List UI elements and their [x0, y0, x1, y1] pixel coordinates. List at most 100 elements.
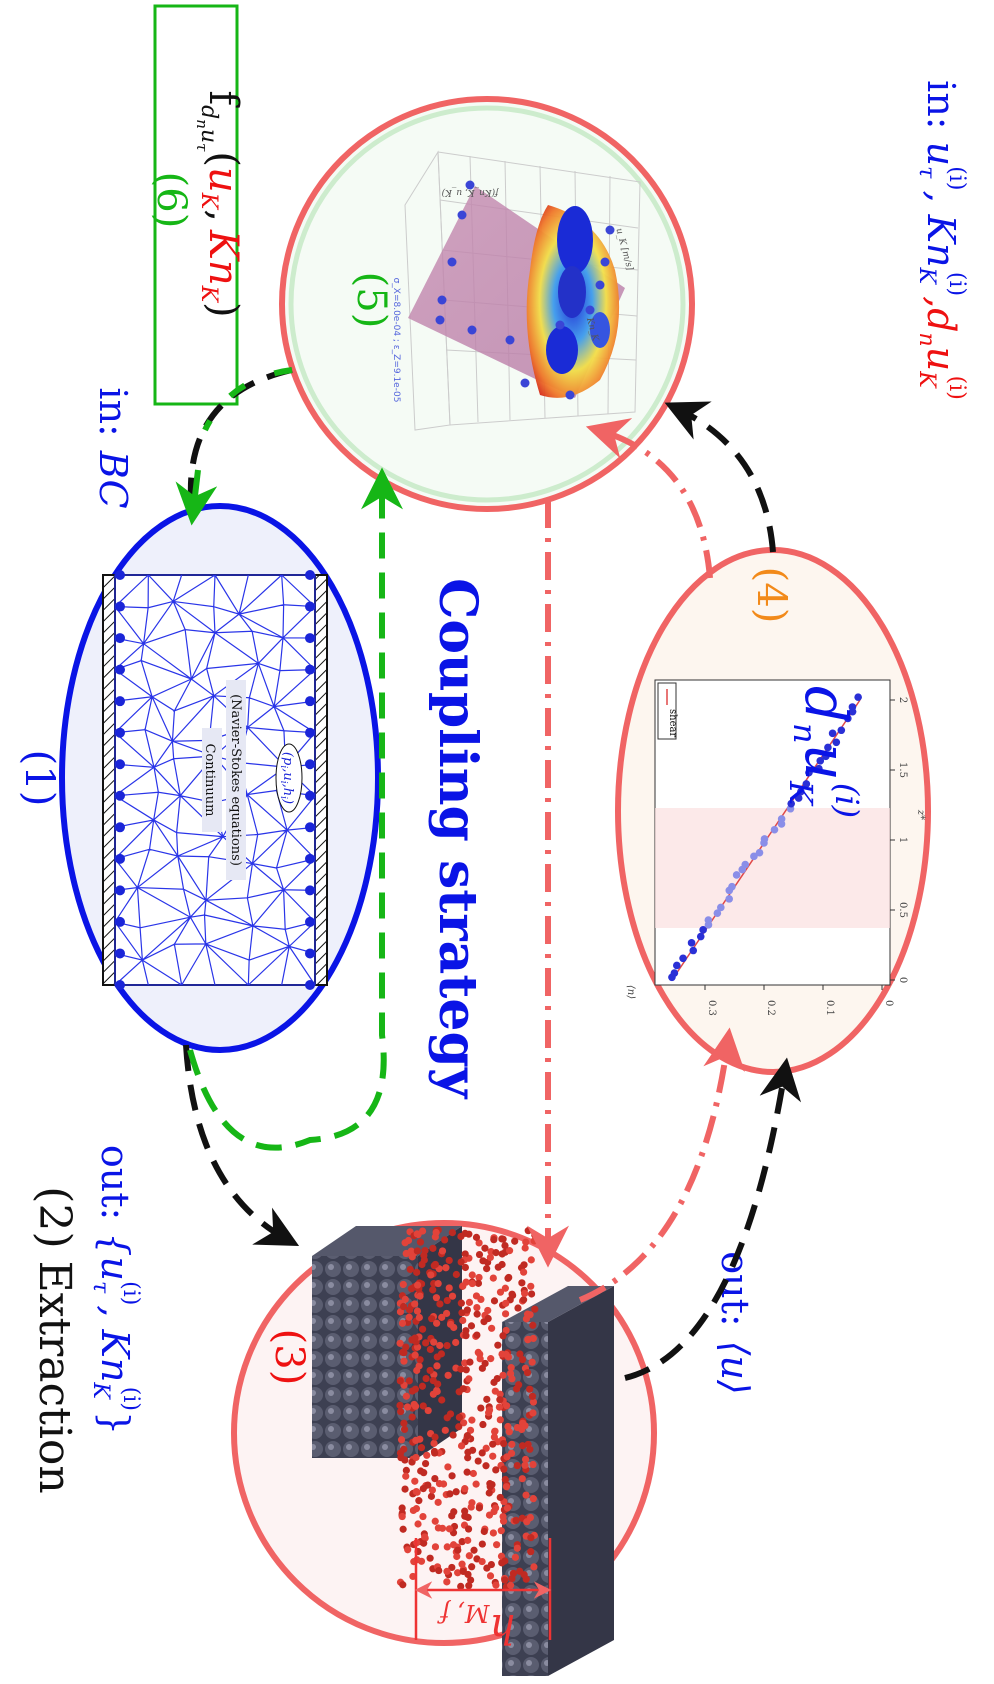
out-kn-sup: (i)	[118, 1387, 143, 1411]
arg-kn: Kn	[200, 229, 246, 286]
right-wall-hatch	[314, 574, 328, 986]
step6-number: (6)	[148, 172, 194, 229]
navier-stokes-label: (Navier-Stokes equations)	[226, 680, 246, 880]
fit-zlabel: f(Kn_K, u_K)	[441, 187, 499, 198]
svg-text:in:BC: in: BC	[91, 387, 135, 508]
in-du-sup: (i)	[944, 376, 969, 400]
arrow-continuum-to-molecular	[183, 1044, 300, 1246]
boundary-nodes	[115, 570, 315, 990]
node-vars-h: ,h	[280, 784, 295, 797]
node-vars-u-sub: i	[278, 781, 288, 784]
close-paren: )	[200, 302, 246, 318]
profile-legend: shear	[657, 682, 678, 740]
fit-data-points	[435, 180, 615, 400]
navier-stokes-text: (Navier-Stokes equations)	[228, 694, 243, 866]
step3-output: out:⟨u⟩	[713, 1251, 757, 1395]
step1-number: (1)	[16, 750, 62, 807]
step1-input-bc: BC	[91, 450, 135, 509]
in-label: in:	[919, 80, 963, 129]
profile-highlight-band	[655, 808, 890, 928]
step3-molecular: hM, f (3) out:⟨u⟩	[231, 1220, 757, 1676]
arrow-red-profile-to-fit	[585, 418, 713, 579]
node-vars-p: (p	[280, 752, 295, 766]
left-wall-hatch	[102, 574, 116, 986]
out-u-sup: (i)	[118, 1281, 143, 1305]
continuum-label: Continuum	[202, 728, 222, 832]
big-u-sub: K	[782, 780, 820, 807]
big-d-sub: n	[786, 723, 824, 744]
step2-name: Extraction	[29, 1261, 80, 1494]
arrows	[175, 367, 802, 1381]
out-kn-sub: K	[88, 1381, 113, 1400]
step5-number: (5)	[348, 272, 394, 329]
continuum-text: Continuum	[202, 744, 217, 817]
step2-out-label: out:	[93, 1145, 137, 1220]
node-vars-label: (pi,ui,hi)	[275, 743, 303, 813]
step3-number: (3)	[266, 1329, 312, 1386]
profile-ylabel: ⟨n⟩	[625, 985, 636, 999]
coupling-strategy-title: Coupling strategy	[427, 578, 488, 1100]
step6-function: (6) fdnuτ(uK,KnK)	[148, 4, 246, 406]
profile-data-points	[668, 693, 862, 982]
in-du: u	[919, 347, 963, 371]
profile-ytick-label: 0.2	[765, 1000, 776, 1016]
in-d-sub: n	[914, 333, 939, 347]
step1-input-label: in:	[91, 387, 135, 436]
profile-xtick-label: 0.5	[897, 902, 908, 918]
in-d: ,d	[919, 296, 963, 332]
step4-number: (4)	[748, 567, 794, 624]
profile-xtick-label: 1.5	[897, 762, 908, 778]
in-kn-sup: (i)	[944, 272, 969, 296]
out-close: }	[93, 1411, 137, 1435]
profile-xticks: 0 0.5 1 1.5 2	[890, 697, 908, 983]
arrow-molecular-to-profile	[624, 1057, 802, 1381]
svg-text:(pi,ui,hi): (pi,ui,hi)	[278, 752, 295, 804]
profile-xtick-label: 2	[897, 697, 908, 703]
big-d: d	[792, 686, 860, 723]
in-du-sub: K	[914, 370, 939, 389]
arg-u: u	[200, 167, 246, 193]
f-sub-d: d	[196, 105, 221, 119]
step1-continuum: Continuum (Navier-Stokes equations) (p i,…	[16, 387, 381, 1053]
big-u: u	[792, 744, 860, 781]
fit-sigma: σ_X=8.0e-04 ; ε_Z=9.1e-05	[391, 278, 401, 403]
step4-profile: 0 0.5 1 1.5 2 0 0.1 0.2 0.3 shear z* ⟨n⟩ (4) dn…	[615, 547, 931, 1075]
profile-xtick-label: 1	[897, 837, 908, 843]
step3-out-var: ⟨u⟩	[713, 1341, 757, 1395]
in-kn: , Kn	[919, 190, 963, 267]
step2-output: out:{uτ(i), KnK(i)}	[88, 1145, 143, 1435]
step5-fit-circle: (5) σ_X=8.0e-04 ; ε_Z=9.1e-05 f(Kn_K, u_…	[279, 96, 695, 512]
f-symbol: f	[200, 90, 246, 108]
gap-label: hM, f	[437, 1599, 516, 1651]
in-u-sub: τ	[914, 166, 939, 179]
profile-xlabel: z*	[915, 809, 926, 820]
step5-inputs: in:uτ(i), KnK(i),dnuK(i)	[914, 80, 969, 400]
f-sub-n: n	[193, 119, 211, 129]
arg-u-sub: K	[196, 192, 221, 211]
out-kn: , Kn	[93, 1305, 137, 1382]
profile-ytick-label: 0	[883, 1000, 894, 1006]
legend-shear: shear	[667, 709, 678, 737]
arrow-red-molecular-to-profile	[578, 1027, 745, 1303]
wall-right	[502, 1286, 614, 1676]
step6-box	[153, 4, 239, 406]
fluid-atoms	[396, 1226, 539, 1591]
open-paren: (	[200, 151, 246, 167]
profile-yticks: 0 0.1 0.2 0.3	[704, 985, 894, 1016]
node-vars-close: )	[280, 798, 295, 804]
out-u: {u	[93, 1232, 137, 1281]
out-u-sub: τ	[88, 1281, 113, 1294]
step2-title: (2)Extraction	[29, 1186, 80, 1493]
step4-big-label: dnuK(i)	[782, 686, 866, 818]
gap-h: h	[489, 1605, 515, 1651]
step2-extraction: (2)Extraction out:{uτ(i), KnK(i)}	[29, 1145, 143, 1494]
colored-surface	[526, 205, 620, 398]
f-sub-u: u	[196, 129, 221, 143]
profile-xtick-label: 0	[897, 977, 908, 983]
profile-ytick-label: 0.1	[824, 1000, 835, 1016]
in-u-sup: (i)	[944, 166, 969, 190]
f-sub-tau: τ	[193, 143, 211, 152]
profile-ytick-label: 0.3	[706, 1000, 717, 1016]
arg-comma: ,	[200, 209, 246, 222]
